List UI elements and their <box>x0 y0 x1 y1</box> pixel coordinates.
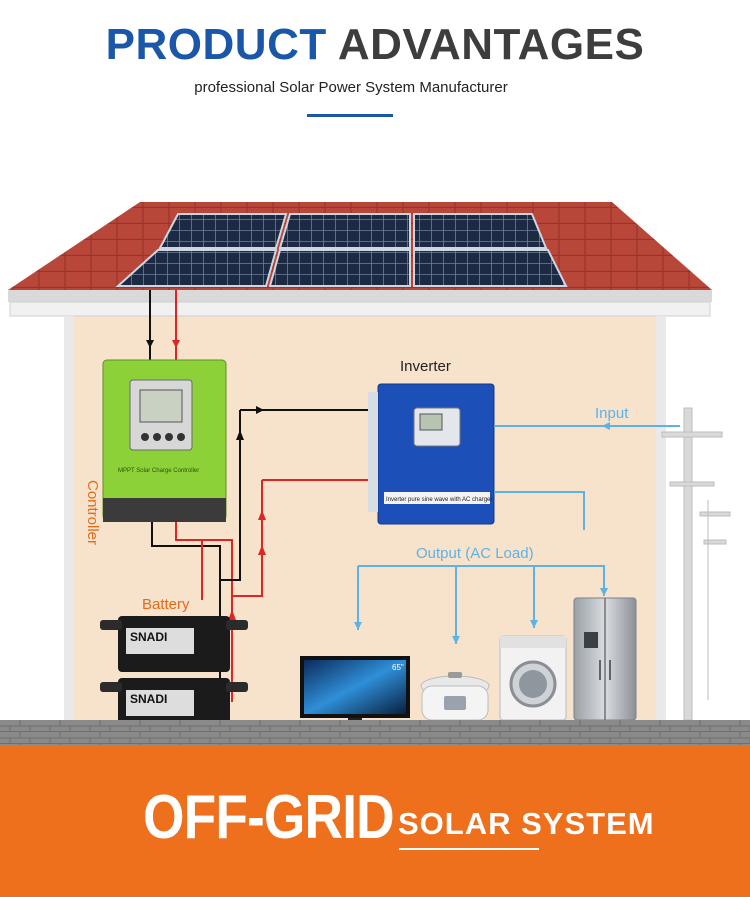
page-subtitle: professional Solar Power System Manufact… <box>194 79 508 96</box>
battery-top: SNADI <box>100 616 248 672</box>
solar-panels <box>115 213 568 287</box>
battery-label: Battery <box>142 596 190 613</box>
roof-edge <box>8 290 712 302</box>
battery-bottom: SNADI <box>100 678 248 730</box>
inverter-label: Inverter <box>400 358 451 375</box>
input-label: Input <box>595 405 629 422</box>
controller-label: Controller <box>84 480 101 545</box>
rice-cooker <box>420 672 490 721</box>
solar-panel <box>278 213 411 249</box>
solar-panel <box>268 249 411 287</box>
banner-sub-text: SOLAR SYSTEM <box>398 806 655 841</box>
output-label: Output (AC Load) <box>416 545 534 562</box>
tv-size-label: 65" <box>392 663 404 672</box>
ground <box>0 720 750 746</box>
battery-brand: SNADI <box>130 692 167 706</box>
banner-sub-underline <box>399 848 539 850</box>
ac-wires <box>354 422 680 644</box>
solar-panel <box>158 213 288 249</box>
wall-trim-left <box>64 316 74 720</box>
tv: 65" <box>300 656 410 722</box>
title-underline <box>307 114 393 117</box>
panel-wires <box>146 290 180 360</box>
title-advantages: ADVANTAGES <box>337 20 645 69</box>
banner-main-text: OFF-GRID <box>143 783 395 852</box>
charge-controller: MPPT Solar Charge Controller <box>102 359 227 522</box>
solar-panel <box>115 249 278 287</box>
dc-wires <box>151 406 378 702</box>
inverter: Inverter pure sine wave with AC charger <box>368 383 495 525</box>
solar-panel <box>413 213 548 249</box>
controller-plate: MPPT Solar Charge Controller <box>118 468 199 474</box>
wall-trim-right <box>656 316 666 720</box>
utility-pole <box>661 407 731 721</box>
page-title: PRODUCT ADVANTAGES <box>0 20 750 70</box>
banner <box>0 745 750 897</box>
battery-brand: SNADI <box>130 630 167 644</box>
solar-panel <box>413 249 568 287</box>
washing-machine <box>499 635 567 721</box>
gutter <box>9 301 711 317</box>
title-product: PRODUCT <box>105 20 327 69</box>
header: PRODUCT ADVANTAGES professional Solar Po… <box>0 0 750 130</box>
refrigerator <box>573 597 637 721</box>
inverter-plate: Inverter pure sine wave with AC charger <box>386 497 492 503</box>
